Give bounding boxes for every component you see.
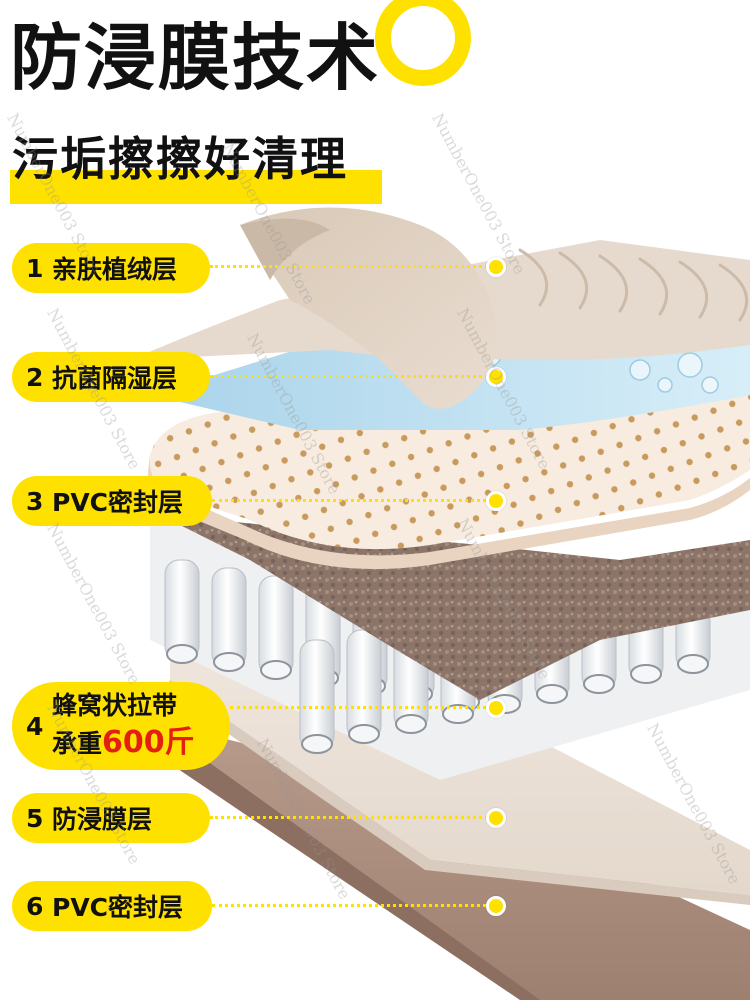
leader-line <box>230 706 493 709</box>
honeycomb-tube <box>346 629 382 741</box>
leader-line <box>210 265 493 268</box>
leader-dot <box>486 808 506 828</box>
tube-opening <box>348 724 380 744</box>
tube-opening <box>395 714 427 734</box>
bubble <box>677 352 703 378</box>
subtitle: 污垢擦擦好清理 <box>12 132 348 186</box>
layer-number: 6 <box>26 891 44 921</box>
load-capacity: 承重600斤 <box>52 723 195 764</box>
tube-opening <box>677 654 709 674</box>
bubble <box>629 359 651 381</box>
layer-label-2: 2 抗菌隔湿层 <box>12 352 210 402</box>
tube-opening <box>166 644 198 664</box>
tube-opening <box>213 652 245 672</box>
tube-opening <box>536 684 568 704</box>
honeycomb-tube <box>299 639 335 751</box>
quilt-line <box>678 260 709 319</box>
layer-label-5: 5 防浸膜层 <box>12 793 210 843</box>
tube-opening <box>630 664 662 684</box>
leader-line <box>212 499 493 502</box>
layer-label-lines: 蜂窝状拉带 承重600斤 <box>52 689 195 763</box>
layer-label: 亲肤植绒层 <box>52 255 178 284</box>
layer-number: 5 <box>26 803 44 833</box>
quilt-line <box>638 257 669 316</box>
leader-dot <box>486 698 506 718</box>
layer-number: 4 <box>26 711 44 741</box>
bubble <box>657 377 673 393</box>
leader-dot <box>486 367 506 387</box>
subtitle-block: 污垢擦擦好清理 <box>10 128 385 206</box>
layer-number: 3 <box>26 486 44 516</box>
tube-opening <box>260 660 292 680</box>
subtitle-highlight-bar <box>10 170 382 204</box>
leader-dot <box>486 257 506 277</box>
bubble <box>701 376 719 394</box>
layer-label-1: 1 亲肤植绒层 <box>12 243 210 293</box>
leader-dot <box>486 491 506 511</box>
leader-line <box>212 904 493 907</box>
layer-label: PVC密封层 <box>52 893 184 922</box>
leader-line <box>210 375 493 378</box>
quilt-lines <box>518 248 749 322</box>
quilt-line <box>598 254 629 313</box>
layer-number: 2 <box>26 362 44 392</box>
layer-label: 防浸膜层 <box>52 805 153 834</box>
layer-label: 抗菌隔湿层 <box>52 364 178 393</box>
layer-label: 蜂窝状拉带 <box>52 690 178 720</box>
load-value: 600斤 <box>102 724 195 760</box>
leader-line <box>210 816 493 819</box>
tube-opening <box>442 704 474 724</box>
quilt-line <box>718 263 749 322</box>
layer-label-6: 6 PVC密封层 <box>12 881 212 931</box>
page-title: 防浸膜技术 <box>10 16 381 100</box>
layer-label: PVC密封层 <box>52 488 184 517</box>
leader-dot <box>486 896 506 916</box>
load-prefix: 承重 <box>52 728 103 758</box>
tube-opening <box>301 734 333 754</box>
layer-number: 1 <box>26 253 44 283</box>
quilt-line <box>518 248 549 307</box>
quilt-line <box>558 251 589 310</box>
layer-label-3: 3 PVC密封层 <box>12 476 212 526</box>
tube-opening <box>583 674 615 694</box>
layer-label-4: 4 蜂窝状拉带 承重600斤 <box>12 682 230 770</box>
